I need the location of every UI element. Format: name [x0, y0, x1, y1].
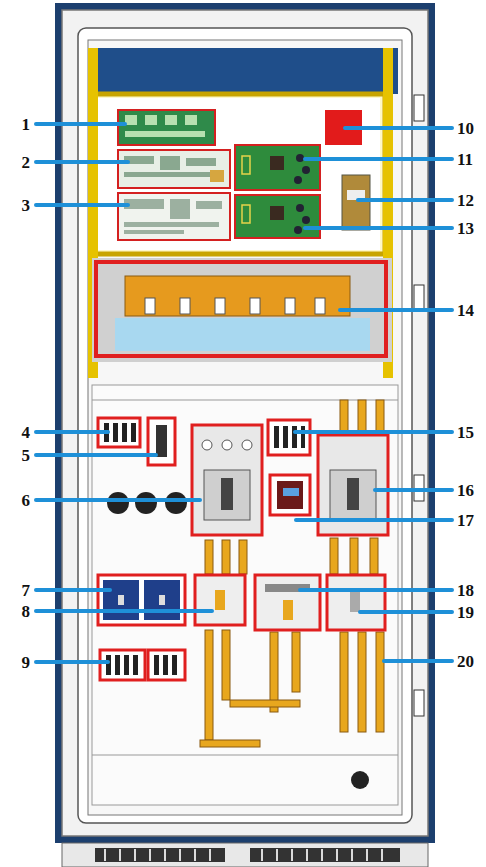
switch-7 — [98, 575, 185, 625]
callout-number: 5 — [22, 447, 31, 464]
callout-number: 6 — [22, 492, 31, 509]
board-13 — [235, 195, 320, 238]
inner-frame — [88, 40, 402, 815]
board-3 — [118, 193, 230, 240]
top-plate — [92, 48, 398, 94]
switch-8 — [195, 575, 245, 625]
module-14-bar — [125, 276, 350, 316]
terminal-15 — [268, 420, 310, 455]
breaker-6 — [192, 425, 262, 535]
grilles — [95, 848, 400, 862]
board-3-parts — [124, 199, 222, 234]
callout-number: 20 — [457, 653, 474, 670]
callout-number: 18 — [457, 582, 474, 599]
callout-number: 4 — [22, 424, 31, 441]
callout-number: 8 — [22, 603, 31, 620]
board-11 — [235, 145, 320, 190]
callout-number: 13 — [457, 220, 474, 237]
board-1-parts — [125, 115, 205, 137]
terminal-9b — [148, 650, 185, 680]
cabinet-frame — [62, 10, 428, 836]
switch-18 — [255, 575, 320, 630]
board-1 — [118, 110, 215, 145]
module-14-strip — [115, 318, 370, 351]
callout-number: 1 — [22, 116, 31, 133]
callout-number: 15 — [457, 424, 474, 441]
lower-panel — [92, 385, 398, 805]
callout-number: 2 — [22, 154, 31, 171]
hinges — [414, 95, 424, 716]
callout-number: 11 — [457, 151, 473, 168]
callout-number: 9 — [22, 654, 31, 671]
callout-number: 16 — [457, 482, 474, 499]
callout-number: 17 — [457, 512, 474, 529]
terminal-9a — [100, 650, 145, 680]
callout-number: 10 — [457, 120, 474, 137]
plinth — [62, 843, 428, 867]
terminal-5 — [148, 418, 175, 465]
board-2 — [118, 150, 230, 188]
switch-19 — [327, 575, 385, 630]
callout-number: 19 — [457, 604, 474, 621]
glands — [107, 492, 369, 789]
callout-number: 3 — [22, 197, 31, 214]
relay-17 — [270, 475, 310, 515]
door-frame — [78, 28, 412, 823]
callout-number: 12 — [457, 192, 474, 209]
leader-lines — [36, 124, 452, 662]
callout-number: 14 — [457, 302, 474, 319]
device-12 — [342, 175, 370, 230]
callout-number: 7 — [22, 582, 31, 599]
board-2-parts — [124, 156, 224, 182]
